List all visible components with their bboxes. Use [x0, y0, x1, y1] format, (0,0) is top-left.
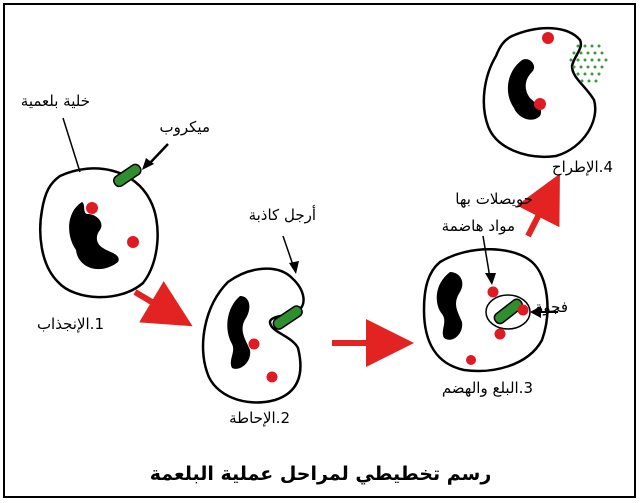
stage-2-label: 2.الإحاطة — [229, 409, 290, 427]
stage-3-label: 3.البلع والهضم — [441, 379, 533, 397]
lysosome-dot — [517, 304, 529, 316]
pointer-enzymes — [482, 235, 491, 279]
vesicle-dot — [266, 371, 278, 383]
stage-3-cell — [422, 248, 549, 373]
vesicle-dot — [466, 355, 476, 365]
vesicle-dot — [542, 32, 554, 44]
label-microbe: ميكروب — [159, 118, 211, 136]
nucleus-shape-4 — [507, 59, 542, 120]
pointer-phagocyte — [62, 117, 81, 173]
stage-2-cell — [201, 267, 305, 404]
microbe-free — [112, 163, 142, 188]
microbe-engulfed — [493, 298, 524, 325]
process-arrow — [516, 173, 560, 238]
debris-dots — [569, 44, 608, 83]
stage-1-label: 1.الإنجذاب — [36, 315, 104, 333]
vesicle-dot — [86, 202, 98, 214]
lysosome-dot — [494, 328, 506, 340]
label-vacuole: فجوة — [535, 298, 568, 316]
label-pseudopods: أرجل كاذبة — [248, 206, 316, 224]
nucleus-shape-2 — [227, 296, 251, 369]
process-arrow — [133, 281, 193, 327]
stage-4-cell — [482, 26, 608, 158]
stage-1-cell — [39, 167, 159, 299]
label-vesicles: حويصلات بها — [455, 190, 533, 208]
vesicle-dot — [248, 338, 260, 350]
figure-caption: رسم تخطيطي لمراحل عملية البلعمة — [149, 463, 492, 485]
label-digestive-enzymes: مواد هاضمة — [441, 217, 515, 235]
lysosome-dot — [487, 286, 499, 298]
pointer-microbe — [148, 143, 169, 165]
vesicle-dot — [127, 236, 139, 248]
stage-4-label: 4.الإطراح — [551, 158, 613, 176]
nucleus-shape-1 — [69, 202, 119, 270]
figure-border — [3, 3, 636, 498]
microbe-contact — [272, 305, 303, 330]
vesicle-dot — [534, 98, 546, 110]
nucleus-shape-3 — [436, 272, 463, 340]
label-phagocyte: خلية بلعمية — [20, 92, 90, 110]
